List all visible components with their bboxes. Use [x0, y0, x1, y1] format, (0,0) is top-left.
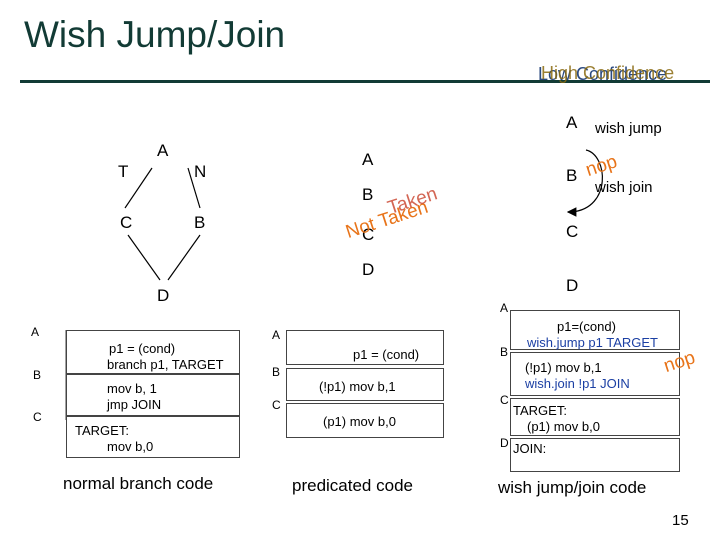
- edge-c-d: [127, 234, 161, 281]
- pred-line3: (p1) mov b,0: [323, 414, 396, 429]
- mid-node-d: D: [362, 260, 375, 279]
- normal-caption: normal branch code: [63, 474, 214, 493]
- pred-line2: (!p1) mov b,1: [319, 379, 396, 394]
- normal-a-line1: p1 = (cond): [109, 341, 176, 356]
- wish-block-d: JOIN:: [510, 438, 680, 472]
- wish-c-line1: TARGET:: [513, 403, 567, 418]
- wish-node-b: B: [566, 166, 578, 185]
- wish-caption: wish jump/join code: [498, 478, 647, 497]
- page-number: 15: [672, 512, 689, 529]
- wish-node-d: D: [566, 276, 579, 295]
- pred-label-a: A: [272, 328, 281, 342]
- cfg-edge-t: T: [118, 162, 129, 181]
- wish-d-line1: JOIN:: [513, 441, 547, 456]
- normal-c-line2: mov b,0: [107, 439, 154, 454]
- normal-block-a: p1 = (cond) branch p1, TARGET: [66, 330, 240, 374]
- normal-a-line2: branch p1, TARGET: [107, 357, 224, 372]
- normal-label-c: C: [33, 410, 42, 424]
- pred-line1: p1 = (cond): [353, 347, 420, 362]
- title-underline: [20, 80, 710, 83]
- normal-label-b: B: [33, 368, 42, 382]
- normal-c-line1: TARGET:: [75, 423, 129, 438]
- wish-node-c: C: [566, 222, 579, 241]
- cfg-edge-n: N: [194, 162, 207, 181]
- wish-a-line2: wish.jump p1 TARGET: [527, 335, 659, 350]
- slide-title: Wish Jump/Join: [24, 14, 286, 55]
- cfg-node-c: C: [120, 213, 133, 232]
- edge-b-d: [167, 234, 201, 281]
- mid-node-b: B: [362, 185, 374, 204]
- wish-node-a: A: [566, 113, 578, 132]
- normal-block-c: TARGET: mov b,0: [66, 416, 240, 458]
- pred-label-b: B: [272, 365, 281, 379]
- pred-block-a: p1 = (cond): [286, 330, 444, 365]
- wish-block-b: (!p1) mov b,1 wish.join !p1 JOIN: [510, 352, 680, 396]
- cfg-node-b: B: [194, 213, 206, 232]
- wish-join-label: wish join: [595, 179, 653, 196]
- wish-c-line2: (p1) mov b,0: [527, 419, 600, 434]
- low-confidence-label: Low Confidence: [538, 64, 668, 84]
- pred-caption: predicated code: [292, 476, 413, 495]
- high-confidence-label: High Confidence: [541, 63, 675, 83]
- cfg-node-a: A: [157, 141, 169, 160]
- wish-label-a: A: [500, 301, 509, 315]
- pred-label-c: C: [272, 398, 281, 412]
- wish-b-line2: wish.join !p1 JOIN: [525, 376, 630, 391]
- normal-block-b: mov b, 1 jmp JOIN: [66, 374, 240, 416]
- normal-b-line1: mov b, 1: [107, 381, 157, 396]
- edge-a-c: [124, 167, 153, 209]
- mid-node-c: C: [362, 225, 375, 244]
- wish-block-c: TARGET: (p1) mov b,0: [510, 398, 680, 436]
- normal-b-line2: jmp JOIN: [107, 397, 162, 412]
- wish-label-d: D: [500, 436, 509, 450]
- edge-a-b: [187, 167, 201, 209]
- normal-label-a: A: [31, 325, 40, 339]
- wish-jump-arrow: [566, 149, 603, 217]
- wish-label-c: C: [500, 393, 509, 407]
- pred-block-b: (!p1) mov b,1: [286, 368, 444, 401]
- wish-label-b: B: [500, 345, 509, 359]
- mid-node-a: A: [362, 150, 374, 169]
- wish-b-line1: (!p1) mov b,1: [525, 360, 602, 375]
- wish-a-line1: p1=(cond): [557, 319, 616, 334]
- wish-jump-label: wish jump: [595, 120, 662, 137]
- wish-block-a: p1=(cond) wish.jump p1 TARGET: [510, 310, 680, 350]
- cfg-node-d: D: [157, 286, 170, 305]
- pred-block-c: (p1) mov b,0: [286, 403, 444, 438]
